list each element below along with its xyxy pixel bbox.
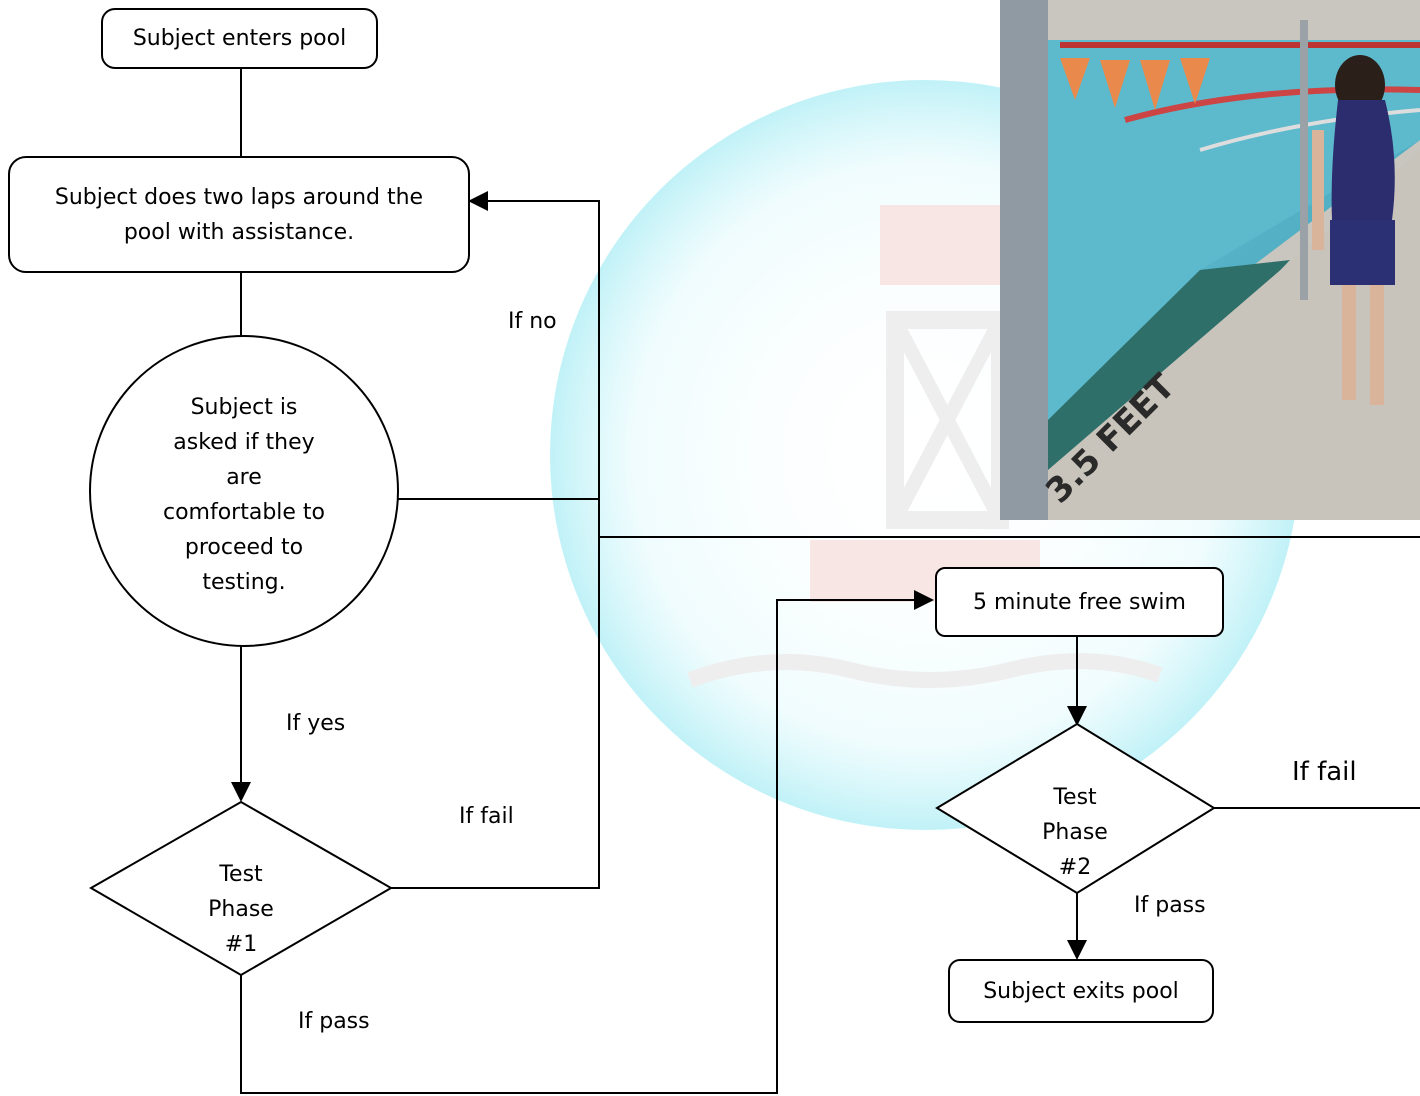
- connector-no-loop: [398, 191, 600, 500]
- test-phase-1-diamond-shape: [88, 800, 394, 977]
- node-comfort-question-label: Subject is asked if they are comfortable…: [162, 395, 326, 595]
- node-test-phase-1-label: Test Phase #1: [208, 861, 274, 957]
- decision-circle-shape: [89, 335, 399, 647]
- node-subject-exits-pool: Subject exits pool: [948, 959, 1214, 1023]
- swimmer-figure: [1312, 55, 1395, 405]
- test-phase-2-diamond-shape: [935, 722, 1216, 895]
- connector-pass1-to-freeswim: [240, 590, 934, 1094]
- node-test-phase-2: Test Phase #2: [1015, 777, 1135, 887]
- edge-label-if-no: If no: [508, 309, 557, 334]
- edge-label-if-fail-1: If fail: [459, 804, 514, 829]
- node-subject-enters-pool-label: Subject enters pool: [132, 26, 347, 51]
- node-two-laps: Subject does two laps around the pool wi…: [8, 156, 470, 273]
- node-free-swim-label: 5 minute free swim: [973, 589, 1186, 615]
- node-subject-enters-pool: Subject enters pool: [101, 8, 378, 69]
- node-comfort-question: Subject is asked if they are comfortable…: [140, 380, 348, 610]
- node-free-swim: 5 minute free swim: [935, 567, 1224, 637]
- connector-fail1-loop: [391, 499, 600, 889]
- edge-label-if-yes: If yes: [286, 711, 346, 736]
- node-test-phase-2-label: Test Phase #2: [1042, 784, 1108, 880]
- edge-label-if-pass-1: If pass: [298, 1009, 370, 1034]
- node-subject-exits-pool-label: Subject exits pool: [983, 978, 1179, 1004]
- edge-label-if-fail-2: If fail: [1292, 757, 1357, 787]
- node-test-phase-1: Test Phase #1: [181, 854, 301, 964]
- edge-label-if-pass-2: If pass: [1134, 893, 1206, 918]
- node-two-laps-label: Subject does two laps around the pool wi…: [54, 184, 424, 245]
